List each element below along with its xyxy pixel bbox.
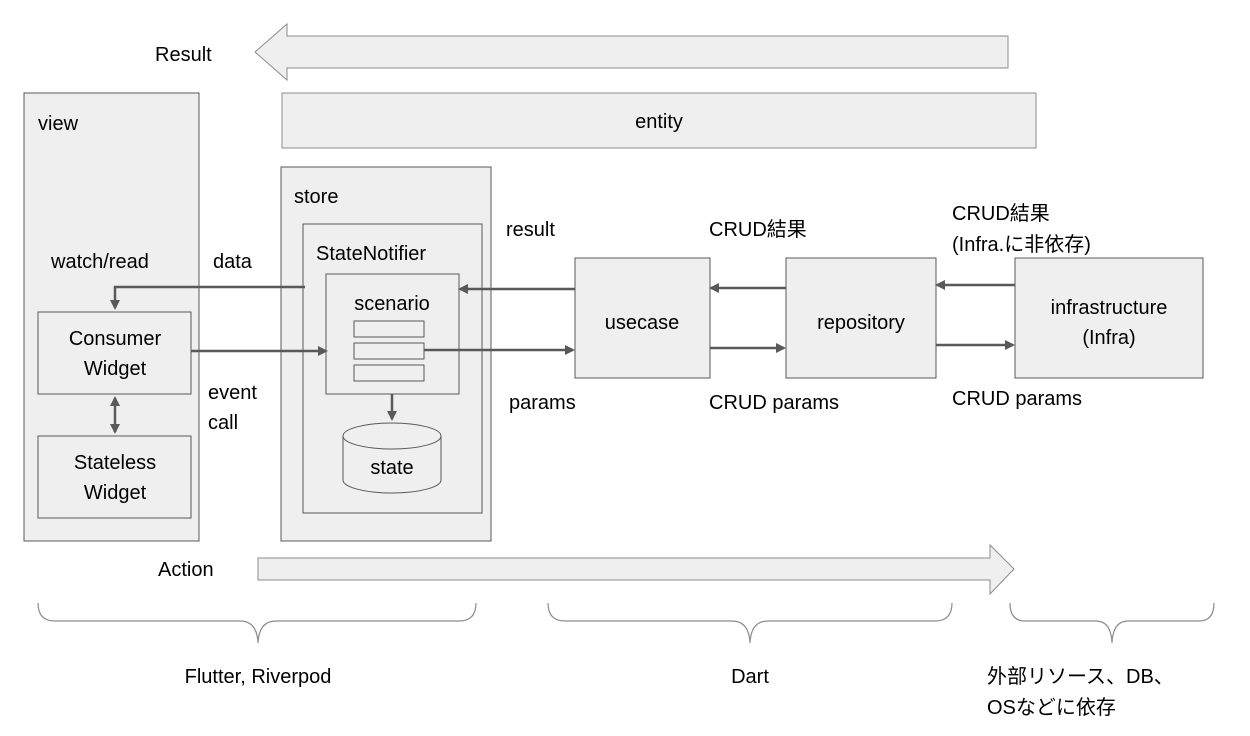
scenario-step-1 — [353, 320, 425, 338]
infrastructure-label-1: infrastructure — [1051, 297, 1168, 319]
stateless-widget-label-1: Stateless — [74, 452, 156, 474]
external-group-brace — [1009, 602, 1215, 644]
scenario-label: scenario — [354, 293, 430, 315]
params-label: params — [509, 392, 576, 414]
state-cylinder — [342, 422, 442, 494]
repository-box — [785, 257, 937, 379]
data-label: data — [213, 251, 253, 273]
consumer-widget-label-1: Consumer — [69, 328, 162, 350]
data-to-consumer-arrow — [110, 285, 305, 310]
usecase-box — [574, 257, 711, 379]
crud-result-infra-label-1: CRUD結果 — [952, 202, 1050, 225]
scenario-step-2 — [353, 342, 425, 360]
stateless-widget-label-2: Widget — [84, 482, 147, 504]
crud-params-label: CRUD params — [709, 392, 839, 414]
infrastructure-label-2: (Infra) — [1082, 327, 1135, 349]
consumer-widget-box — [37, 311, 192, 395]
view-title: view — [38, 113, 79, 135]
state-notifier-label: StateNotifier — [316, 243, 426, 265]
crud-result-label: CRUD結果 — [709, 218, 807, 241]
dart-group-brace — [547, 602, 953, 644]
state-label: state — [370, 457, 413, 479]
result-label: result — [506, 219, 555, 241]
repository-label: repository — [817, 312, 905, 334]
usecase-label: usecase — [605, 312, 680, 334]
consumer-widget-label-2: Widget — [84, 358, 147, 380]
stateless-widget-box — [37, 435, 192, 519]
flutter-riverpod-label: Flutter, Riverpod — [185, 666, 332, 688]
crud-result-infra-label-2: (Infra.に非依存) — [952, 233, 1091, 256]
flutter-group-brace — [37, 602, 477, 644]
infrastructure-box — [1014, 257, 1204, 379]
action-flow-arrow — [257, 543, 1015, 596]
result-arrow-label: Result — [155, 44, 212, 66]
store-title: store — [294, 186, 338, 208]
watch-read-label: watch/read — [50, 251, 149, 273]
entity-label: entity — [635, 111, 683, 133]
external-label-2: OSなどに依存 — [987, 696, 1116, 719]
dart-label: Dart — [731, 666, 769, 688]
entity-box — [281, 92, 1037, 149]
event-label-1: event — [208, 382, 257, 404]
crud-params-infra-label: CRUD params — [952, 388, 1082, 410]
action-arrow-label: Action — [158, 559, 214, 581]
scenario-step-3 — [353, 364, 425, 382]
external-label-1: 外部リソース、DB、 — [987, 665, 1174, 688]
event-label-2: call — [208, 412, 238, 434]
result-flow-arrow — [254, 22, 1009, 82]
